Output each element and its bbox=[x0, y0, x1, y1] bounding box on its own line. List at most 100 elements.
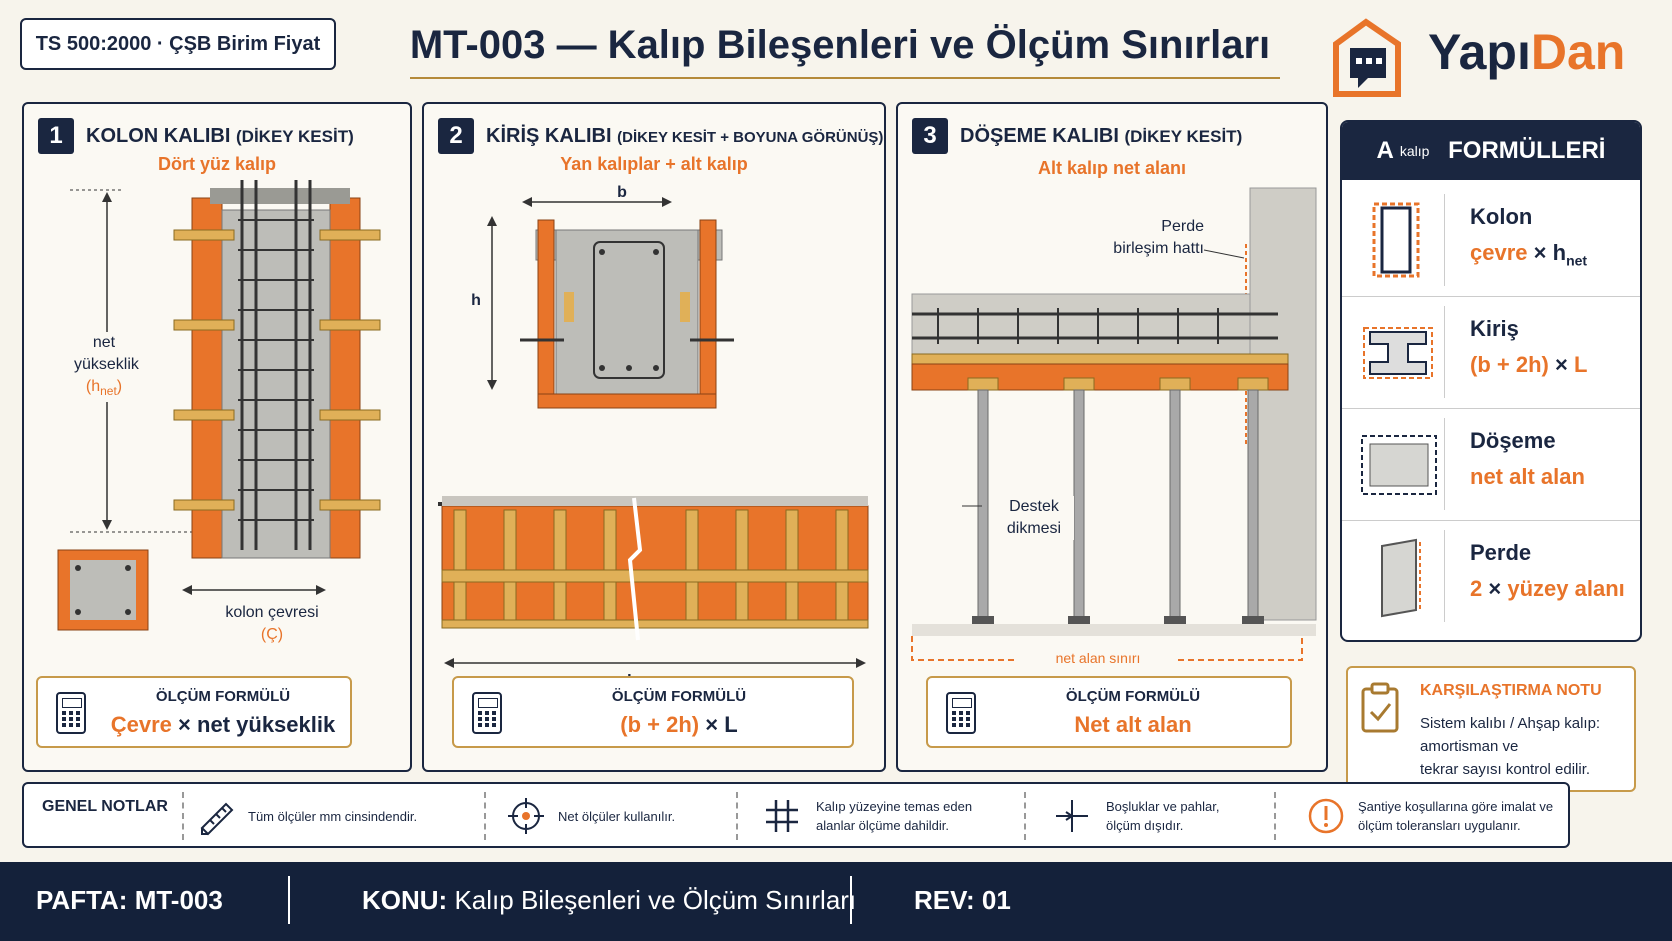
formula-row-term-b: yüzey alanı bbox=[1507, 576, 1625, 601]
formula-row-term-a: çevre bbox=[1470, 240, 1528, 265]
panel-title-suffix: (DİKEY KESİT) bbox=[1124, 126, 1243, 146]
column-icon bbox=[1352, 194, 1445, 286]
logo-text-part1: Yapı bbox=[1428, 24, 1531, 80]
formula-operator: × bbox=[178, 712, 191, 737]
formula-row-name: Perde bbox=[1470, 540, 1532, 565]
panel-number: 1 bbox=[38, 118, 74, 154]
crosshair-icon bbox=[508, 798, 544, 834]
formula-row-operator: × bbox=[1488, 576, 1502, 601]
panel-subtitle: Alt kalıp net alanı bbox=[1037, 158, 1187, 178]
panel-subtitle: Dört yüz kalıp bbox=[157, 154, 277, 174]
notes-divider bbox=[484, 792, 486, 840]
note-text: Tüm ölçüler mm cinsindendir. bbox=[248, 808, 418, 824]
formula-term-b: net yükseklik bbox=[197, 712, 336, 737]
footer-divider bbox=[850, 876, 852, 924]
formula-row-formula: net alt alan bbox=[1470, 464, 1585, 489]
note-text-line2: alanlar ölçüme dahildir. bbox=[816, 818, 949, 833]
panel-title-suffix: (DİKEY KESİT) bbox=[236, 126, 354, 146]
note-text-line1: Boşluklar ve pahlar, bbox=[1106, 799, 1220, 814]
logo-text-part2: Dan bbox=[1530, 24, 1626, 80]
plus-icon bbox=[1056, 800, 1088, 832]
warning-icon bbox=[1308, 798, 1344, 834]
slab-diagram bbox=[911, 187, 1317, 661]
note-item: Boşluklar ve pahlar,ölçüm dışıdır. bbox=[1052, 790, 1262, 842]
notes-divider bbox=[1024, 792, 1026, 840]
logo-text: YapıDan bbox=[1428, 22, 1625, 82]
height-label-symbol-close: ) bbox=[116, 378, 123, 395]
note-item: Net ölçüler kullanılır. bbox=[506, 790, 726, 842]
formula-row-term-sub: net bbox=[1566, 252, 1588, 269]
panel-title: KİRİŞ KALIBI bbox=[486, 124, 612, 147]
footer-rev-label: REV: bbox=[914, 885, 975, 915]
prop-label-line1: Destek bbox=[1009, 498, 1059, 515]
formula-text: (b + 2h) × L bbox=[514, 712, 844, 738]
formula-label: ÖLÇÜM FORMÜLÜ bbox=[611, 688, 747, 705]
wall-joint-label: Perde birleşim hattı bbox=[1064, 216, 1204, 260]
dim-b-label: b bbox=[617, 184, 627, 201]
prop-label-line2: dikmesi bbox=[1006, 520, 1062, 537]
formula-row-name: Kiriş bbox=[1470, 316, 1519, 341]
formula-row-term-b: L bbox=[1573, 352, 1588, 377]
panel-slab-header: 3 DÖŞEME KALIBI (DİKEY KESİT) bbox=[912, 118, 1242, 154]
panel-column-header: 1 KOLON KALIBI (DİKEY KESİT) bbox=[38, 118, 354, 154]
formula-row-beam: Kiriş (b + 2h) × L bbox=[1342, 296, 1640, 409]
panel-number: 3 bbox=[912, 118, 948, 154]
prop-label: Destek dikmesi bbox=[994, 496, 1074, 540]
formula-row-operator: × bbox=[1554, 352, 1568, 377]
beam-icon bbox=[1352, 306, 1445, 398]
formula-row-term-a: (b + 2h) bbox=[1470, 352, 1549, 377]
footer-bar: PAFTA: MT-003 KONU: Kalıp Bileşenleri ve… bbox=[0, 862, 1672, 941]
hash-icon bbox=[766, 800, 798, 832]
perimeter-label: kolon çevresi (Ç) bbox=[202, 602, 342, 646]
logo bbox=[1328, 14, 1406, 98]
page-title: MT-003 — Kalıp Bileşenleri ve Ölçüm Sını… bbox=[409, 23, 1271, 67]
formula-term-b: L bbox=[724, 712, 738, 737]
panel-title: KOLON KALIBI bbox=[86, 124, 231, 147]
panel-title-suffix: (DİKEY KESİT + BOYUNA GÖRÜNÜŞ) bbox=[617, 128, 884, 146]
formula-row-slab: Döşeme net alt alan bbox=[1342, 408, 1640, 521]
note-text: Net ölçüler kullanılır. bbox=[558, 808, 676, 824]
comparison-note-line2: amortisman ve bbox=[1420, 738, 1519, 755]
panel-subtitle: Yan kalıplar + alt kalıp bbox=[560, 154, 748, 174]
logo-building-icon bbox=[1333, 18, 1401, 97]
comparison-note-line1: Sistem kalıbı / Ahşap kalıp: bbox=[1420, 715, 1601, 732]
note-text: Boşluklar ve pahlar,ölçüm dışıdır. bbox=[1106, 797, 1219, 835]
formula-row-name: Döşeme bbox=[1470, 428, 1556, 453]
note-text-line1: Kalıp yüzeyine temas eden bbox=[816, 799, 973, 814]
formula-text: Çevre × net yükseklik bbox=[98, 712, 348, 738]
dim-h-label: h bbox=[471, 292, 481, 309]
calculator-icon bbox=[946, 692, 976, 734]
formula-row-formula: 2 × yüzey alanı bbox=[1470, 576, 1625, 602]
panel-beam-header: 2 KİRİŞ KALIBI (DİKEY KESİT + BOYUNA GÖR… bbox=[438, 118, 883, 154]
general-notes-bar: GENEL NOTLAR Tüm ölçüler mm cinsindendir… bbox=[22, 782, 1570, 848]
title-underline bbox=[410, 77, 1280, 79]
footer-subject-label: KONU: bbox=[362, 885, 448, 915]
clipboard-check-icon bbox=[1361, 682, 1399, 733]
formula-row-column: Kolon çevre × hnet bbox=[1342, 184, 1640, 297]
formula-row-term-a: 2 bbox=[1470, 576, 1483, 601]
note-text-line1: Şantiye koşullarına göre imalat ve bbox=[1358, 799, 1554, 814]
footer-sheet: PAFTA: MT-003 bbox=[36, 880, 223, 920]
perimeter-label-line2: (Ç) bbox=[260, 626, 284, 643]
formula-operator: × bbox=[705, 712, 719, 737]
panel-slab: 3 DÖŞEME KALIBI (DİKEY KESİT) Alt kalıp … bbox=[896, 102, 1328, 772]
column-diagram bbox=[57, 180, 381, 631]
formula-label: ÖLÇÜM FORMÜLÜ bbox=[155, 688, 291, 705]
beam-formula-box: ÖLÇÜM FORMÜLÜ (b + 2h) × L bbox=[452, 676, 854, 748]
height-label-symbol-open: (h bbox=[85, 378, 101, 395]
comparison-note-title: KARŞILAŞTIRMA NOTU bbox=[1420, 682, 1602, 699]
general-notes-title: GENEL NOTLAR bbox=[42, 798, 168, 815]
footer-divider bbox=[288, 876, 290, 924]
wall-icon bbox=[1352, 530, 1445, 622]
formula-row-formula: (b + 2h) × L bbox=[1470, 352, 1587, 378]
comparison-note: KARŞILAŞTIRMA NOTU Sistem kalıbı / Ahşap… bbox=[1346, 666, 1636, 792]
column-formula-box: ÖLÇÜM FORMÜLÜ Çevre × net yükseklik bbox=[36, 676, 352, 748]
slab-icon bbox=[1352, 418, 1445, 510]
panel-column: 1 KOLON KALIBI (DİKEY KESİT) Dört yüz ka… bbox=[22, 102, 412, 772]
footer-revision: REV: 01 bbox=[914, 880, 1011, 920]
comparison-note-line3: tekrar sayısı kontrol edilir. bbox=[1420, 761, 1591, 778]
footer-rev-value: 01 bbox=[981, 885, 1011, 915]
